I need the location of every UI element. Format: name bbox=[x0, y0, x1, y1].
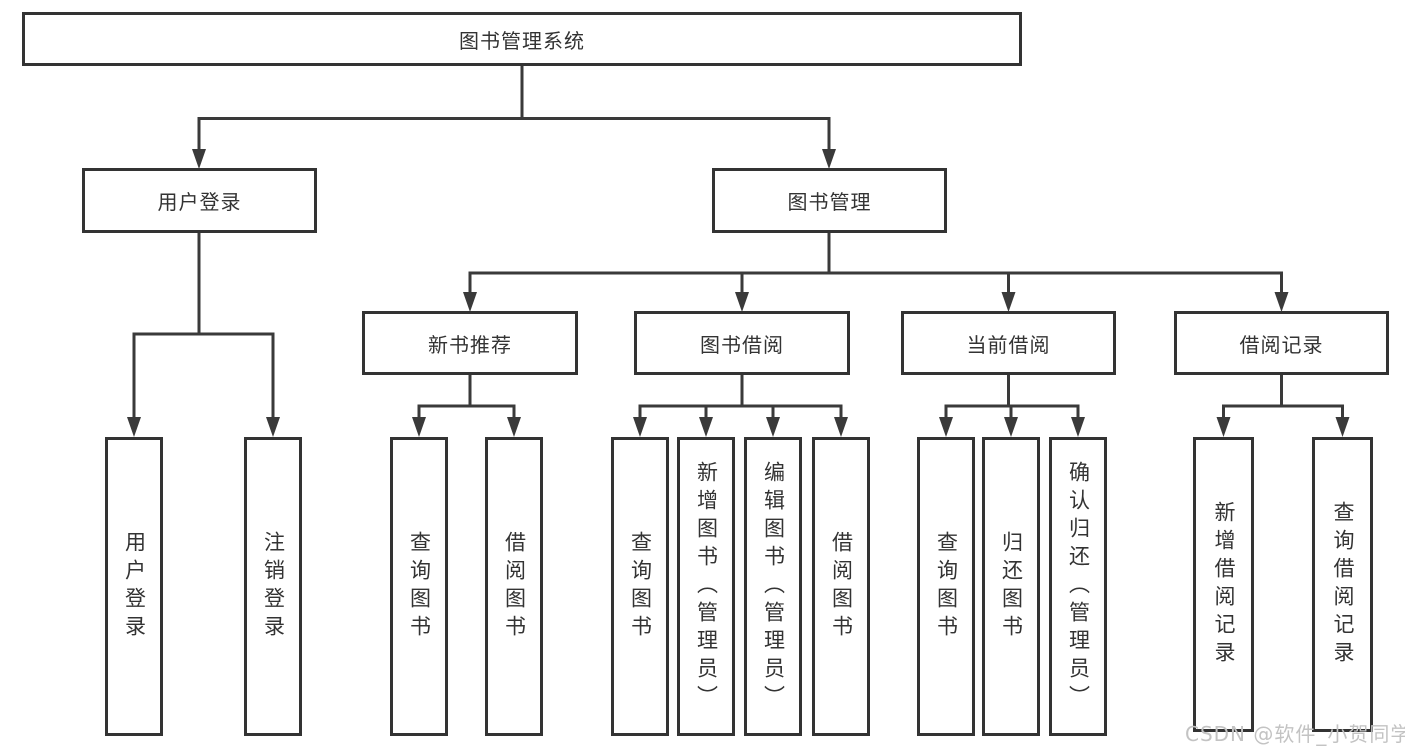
leaf-return-books: 归还图书 bbox=[982, 437, 1040, 736]
leaf-user-login: 用户登录 bbox=[105, 437, 163, 736]
leaf-confirm-return-admin: 确认归还（管理员） bbox=[1049, 437, 1107, 736]
node-book-borrowing: 图书借阅 bbox=[634, 311, 850, 375]
connector-bookmgmt-to-level3 bbox=[463, 231, 1289, 312]
leaf-query-books-borrow: 查询图书 bbox=[611, 437, 669, 736]
leaf-query-books-recommend: 查询图书 bbox=[390, 437, 448, 736]
connector-borrowrecords-to-leaves bbox=[1216, 373, 1350, 437]
connector-root-to-level2 bbox=[192, 64, 836, 169]
connector-currentborrow-to-leaves bbox=[939, 373, 1085, 437]
node-book-management: 图书管理 bbox=[712, 168, 947, 233]
connector-bookborrow-to-leaves bbox=[633, 373, 848, 437]
connector-userlogin-to-leaves bbox=[127, 231, 280, 437]
leaf-query-borrow-record: 查询借阅记录 bbox=[1312, 437, 1373, 732]
node-current-borrowing: 当前借阅 bbox=[901, 311, 1116, 375]
leaf-logout-login: 注销登录 bbox=[244, 437, 302, 736]
csdn-watermark: CSDN @软件_小贺同学 bbox=[1185, 722, 1405, 746]
leaf-add-borrow-record: 新增借阅记录 bbox=[1193, 437, 1254, 732]
node-borrowing-records: 借阅记录 bbox=[1174, 311, 1389, 375]
node-library-management-system: 图书管理系统 bbox=[22, 12, 1022, 66]
leaf-borrow-books-recommend: 借阅图书 bbox=[485, 437, 543, 736]
node-new-book-recommendation: 新书推荐 bbox=[362, 311, 578, 375]
node-user-login: 用户登录 bbox=[82, 168, 317, 233]
leaf-edit-books-admin: 编辑图书（管理员） bbox=[744, 437, 802, 736]
leaf-borrow-books: 借阅图书 bbox=[812, 437, 870, 736]
leaf-add-books-admin: 新增图书（管理员） bbox=[677, 437, 735, 736]
connector-newbook-to-leaves bbox=[412, 373, 521, 437]
leaf-query-books-current: 查询图书 bbox=[917, 437, 975, 736]
